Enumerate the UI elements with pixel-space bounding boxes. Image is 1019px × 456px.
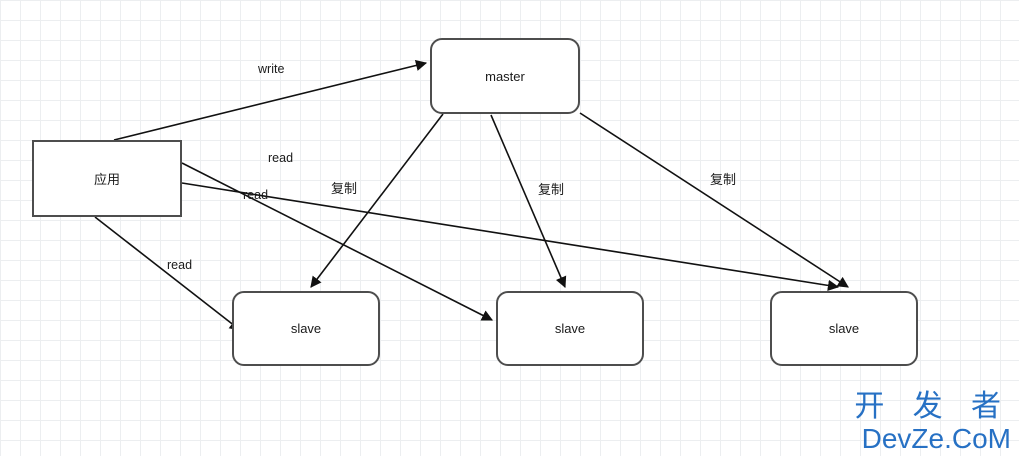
node-app-label: 应用 (93, 172, 120, 187)
node-slave-3-label: slave (828, 321, 860, 336)
edge-label-read-slave3: read (243, 188, 269, 202)
node-slave-2[interactable]: slave (496, 291, 644, 366)
node-slave-1[interactable]: slave (232, 291, 380, 366)
edge-app-to-master (113, 59, 428, 141)
node-slave-3[interactable]: slave (770, 291, 918, 366)
edge-app-to-slave1 (94, 216, 241, 331)
edge-master-to-slave2 (490, 114, 567, 289)
node-app[interactable]: 应用 (32, 140, 182, 217)
edge-label-write: write (258, 62, 285, 76)
edge-label-replicate-slave1: 复制 (331, 181, 358, 196)
watermark-line-2: DevZe.CoM (861, 423, 1011, 454)
edge-app-to-slave3 (181, 182, 840, 291)
node-master[interactable]: master (430, 38, 580, 114)
edge-label-read-slave2: read (268, 151, 294, 165)
edge-master-to-slave3 (579, 112, 849, 288)
edge-master-to-slave1 (310, 113, 444, 288)
edge-label-replicate-slave3: 复制 (710, 172, 737, 187)
watermark: 开 发 者 DevZe.CoM (854, 390, 1011, 454)
edge-app-to-slave2 (181, 162, 493, 321)
node-slave-1-label: slave (290, 321, 322, 336)
watermark-line-1: 开 发 者 (854, 390, 1011, 423)
node-slave-2-label: slave (554, 321, 586, 336)
edge-label-replicate-slave2: 复制 (538, 182, 565, 197)
node-master-label: master (485, 68, 525, 84)
edge-label-read-slave1: read (167, 258, 193, 272)
